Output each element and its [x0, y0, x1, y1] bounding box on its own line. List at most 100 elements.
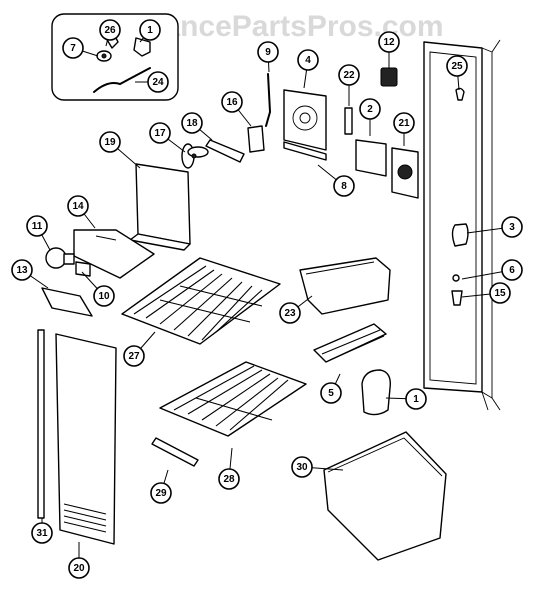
callout-circle: [221, 91, 243, 113]
callout-c24: 24: [135, 71, 169, 93]
callout-label: 3: [509, 222, 515, 233]
callout-c29: 29: [150, 469, 172, 504]
callout-c17: 17: [149, 122, 186, 153]
callout-circle: [93, 285, 115, 307]
callout-circle: [338, 64, 360, 86]
callout-c1b: 1: [385, 388, 427, 410]
callout-label: 5: [328, 388, 334, 399]
callout-label: 28: [223, 474, 235, 485]
callout-c18: 18: [181, 112, 213, 141]
callout-circle: [359, 98, 381, 120]
callout-c20: 20: [68, 542, 90, 579]
callout-circle: [279, 302, 301, 324]
callout-circle: [11, 259, 33, 281]
part-1-bucket: [361, 369, 391, 416]
callout-label: 25: [451, 61, 463, 72]
callout-c26: 26: [99, 19, 121, 47]
callout-label: 23: [284, 308, 296, 319]
callout-label: 19: [104, 137, 116, 148]
callout-c6: 6: [461, 259, 523, 281]
part-21: [391, 147, 419, 199]
callout-c30: 30: [291, 456, 344, 478]
callout-label: 29: [155, 488, 167, 499]
callout-circle: [149, 122, 171, 144]
callout-c5: 5: [320, 373, 342, 404]
part-27-shelf: [121, 257, 281, 345]
callout-c8: 8: [317, 164, 355, 197]
part-31-strip: [37, 329, 45, 519]
callout-c3: 3: [466, 216, 523, 238]
cabinet-liner: [423, 39, 501, 411]
callout-circle: [62, 37, 84, 59]
callout-circle: [139, 19, 161, 41]
callout-label: 6: [509, 265, 515, 276]
part-4-plate: [283, 89, 327, 151]
part-18-bracket: [205, 139, 245, 163]
part-28-shelf: [159, 361, 307, 437]
callout-circle: [26, 215, 48, 237]
callout-circle: [405, 388, 427, 410]
part-9-rod: [265, 73, 272, 127]
callout-circle: [501, 216, 523, 238]
callout-circle: [67, 195, 89, 217]
callout-c27: 27: [123, 331, 156, 367]
callout-c12: 12: [378, 31, 400, 68]
callout-label: 7: [70, 43, 76, 54]
callout-c21: 21: [393, 112, 415, 146]
callout-circle: [99, 131, 121, 153]
callout-circle: [181, 112, 203, 134]
callout-c31: 31: [31, 518, 53, 544]
part-11-bulb: [45, 247, 75, 269]
part-14-housing: [73, 229, 155, 279]
part-5-ice-tray: [313, 323, 387, 363]
callout-c2: 2: [359, 98, 381, 136]
callout-label: 8: [341, 181, 347, 192]
callout-label: 12: [383, 37, 395, 48]
callout-c19: 19: [99, 131, 141, 169]
callout-circle: [99, 19, 121, 41]
callout-c10: 10: [81, 271, 115, 307]
callout-label: 31: [36, 528, 48, 539]
callout-c9: 9: [257, 41, 279, 73]
callout-c4: 4: [297, 49, 319, 89]
callout-circle: [218, 468, 240, 490]
callout-label: 24: [152, 77, 164, 88]
callout-circle: [150, 482, 172, 504]
callout-circle: [147, 71, 169, 93]
callout-circle: [501, 259, 523, 281]
callout-c28: 28: [218, 447, 240, 490]
callout-label: 14: [72, 201, 84, 212]
callout-label: 18: [186, 118, 198, 129]
part-29-trim: [151, 437, 199, 467]
part-10-socket: [75, 261, 91, 277]
callout-c25: 25: [446, 55, 468, 91]
callout-label: 4: [305, 55, 311, 66]
callout-circle: [31, 522, 53, 544]
callout-c11: 11: [26, 215, 51, 251]
callout-c22: 22: [338, 64, 360, 106]
part-19-cover: [129, 163, 191, 251]
callout-c7: 7: [62, 37, 99, 59]
callout-label: 21: [398, 118, 410, 129]
callout-label: 16: [226, 97, 238, 108]
callout-label: 9: [265, 47, 271, 58]
part-17-fan: [181, 143, 209, 169]
callout-label: 15: [494, 288, 506, 299]
callout-label: 13: [16, 265, 28, 276]
callout-label: 20: [73, 563, 85, 574]
callout-circle: [297, 49, 319, 71]
callout-label: 27: [128, 351, 140, 362]
callout-c1a: 1: [139, 19, 161, 43]
callout-label: 2: [367, 104, 373, 115]
part-12: [380, 67, 398, 87]
callout-circle: [257, 41, 279, 63]
callout-label: 1: [413, 394, 419, 405]
part-30-crisper: [323, 431, 447, 561]
callout-circle: [333, 175, 355, 197]
callout-c13: 13: [11, 259, 49, 289]
callout-label: 11: [32, 221, 43, 232]
callout-label: 22: [343, 70, 355, 81]
callout-c14: 14: [67, 195, 96, 229]
callout-circle: [320, 382, 342, 404]
